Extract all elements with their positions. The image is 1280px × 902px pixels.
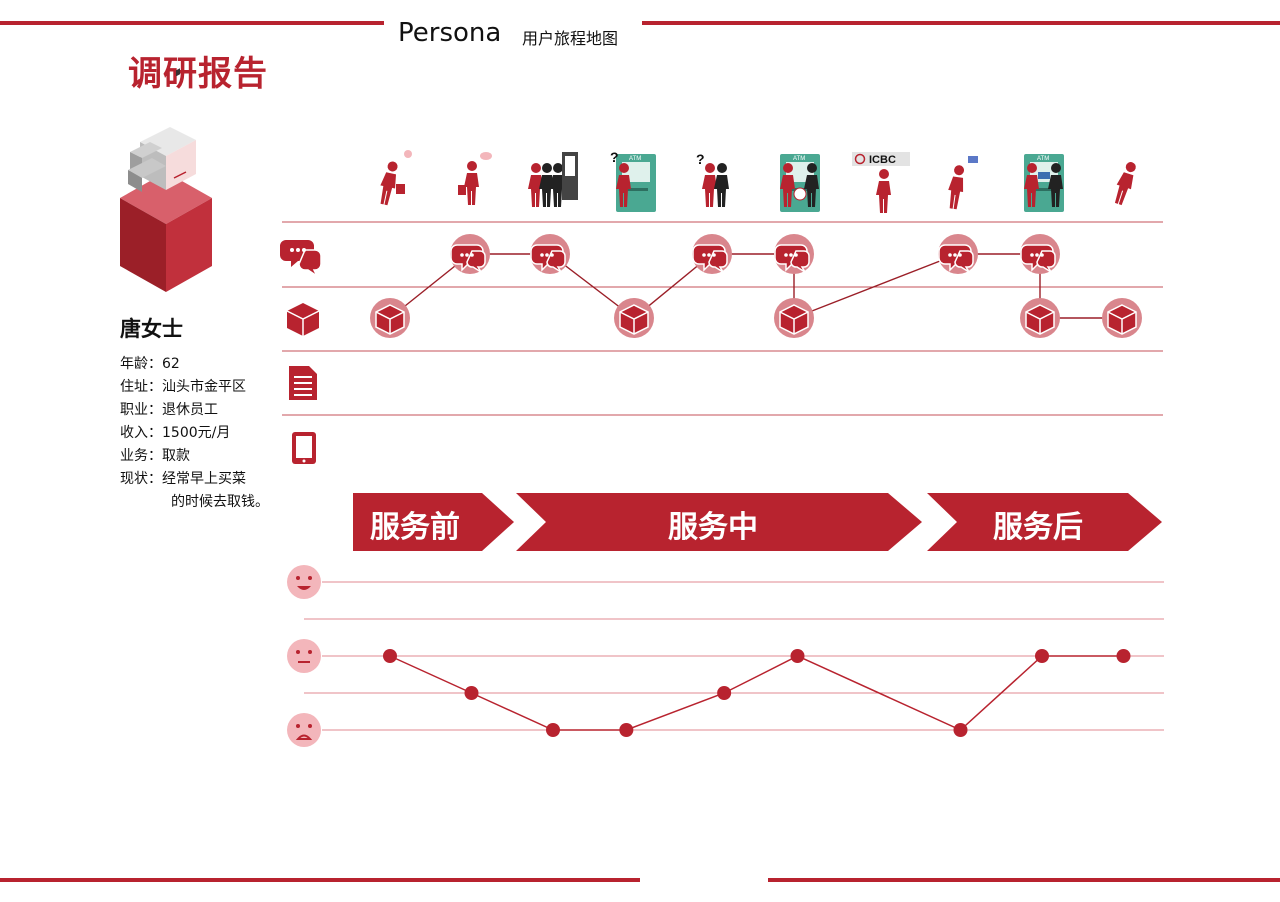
touchpoint-node — [613, 297, 655, 339]
touchpoint-node — [369, 297, 411, 339]
neutral-face-icon — [287, 639, 321, 673]
svg-text:?: ? — [610, 149, 619, 165]
scene-queue-icon — [528, 152, 578, 207]
touchpoint-nodes — [369, 233, 1143, 339]
phase-label-during: 服务中 — [668, 510, 758, 545]
emotion-point — [717, 686, 732, 700]
touchpoint-node — [449, 233, 491, 275]
chat-bubble-icon — [280, 240, 322, 279]
emotion-point — [546, 723, 560, 737]
info-row-job: 职业：退休员工 — [120, 402, 218, 418]
scene-icons: ? ATM ? ATM ICBC ATM — [376, 149, 1140, 213]
emotion-point — [383, 649, 397, 663]
touchpoint-node — [773, 297, 815, 339]
phase-label-before: 服务前 — [370, 510, 460, 545]
scene-standing-thinking-icon — [458, 152, 492, 205]
scene-leaving-running-icon — [1111, 159, 1140, 207]
persona-title: Persona — [398, 18, 502, 48]
emotion-point — [619, 723, 634, 737]
touchpoint-connectors — [389, 253, 1122, 319]
touchpoint-node — [1101, 297, 1143, 339]
emotion-point — [790, 649, 805, 663]
info-row-business: 业务：取款 — [120, 448, 190, 464]
svg-text:ATM: ATM — [629, 156, 641, 162]
journey-map-title: 用户旅程地图 — [522, 29, 619, 48]
scene-asking-staff-icon: ? — [696, 151, 729, 207]
svg-text:?: ? — [696, 151, 705, 167]
top-rule-right — [642, 21, 1280, 25]
top-rule-left — [0, 21, 384, 25]
persona-name: 唐女士 — [120, 317, 183, 341]
phase-arrows — [353, 493, 1162, 551]
info-row-age: 年龄：62 — [120, 356, 180, 372]
sad-face-icon — [287, 713, 321, 747]
scene-walking-phone-icon — [945, 156, 978, 210]
svg-text:ICBC: ICBC — [869, 154, 896, 166]
persona-avatar — [120, 68, 212, 292]
emotion-curve — [383, 649, 1131, 737]
info-row-status-continued: 的时候去取钱。 — [171, 494, 269, 510]
phase-arrow-after — [927, 493, 1162, 551]
touchpoint-node — [1019, 297, 1061, 339]
happy-face-icon — [287, 565, 321, 599]
phase-label-after: 服务后 — [993, 510, 1083, 545]
emotion-gridlines — [304, 581, 1164, 731]
scene-walking-with-bag-icon — [376, 150, 412, 207]
info-row-address: 住址：汕头市金平区 — [120, 379, 246, 395]
touchpoint-node — [529, 233, 571, 275]
info-row-status: 现状：经常早上买菜 — [120, 471, 246, 487]
persona-info: 年龄：62 住址：汕头市金平区 职业：退休员工 收入：1500元/月 业务：取款… — [120, 353, 269, 514]
bottom-rule-left — [0, 878, 640, 882]
emotion-point — [953, 723, 968, 737]
box-icon — [286, 303, 320, 336]
emotion-point — [1035, 649, 1049, 663]
tablet-icon — [292, 432, 316, 464]
svg-text:ATM: ATM — [1037, 156, 1049, 162]
phase-arrow-before — [353, 493, 514, 551]
bottom-rule-right — [768, 878, 1280, 882]
scene-atm-assisted-icon: ATM — [780, 154, 820, 212]
document-icon — [289, 366, 317, 400]
svg-text:ATM: ATM — [793, 156, 805, 162]
touchpoint-node — [691, 233, 733, 275]
touchpoint-node — [1019, 233, 1061, 275]
emotion-point — [1116, 649, 1131, 663]
info-row-income: 收入：1500元/月 — [120, 425, 231, 441]
touchpoint-node — [773, 233, 815, 275]
scene-atm-confused-icon: ? ATM — [610, 149, 656, 212]
scene-atm-card-icon: ATM — [1024, 154, 1064, 212]
emotion-point — [464, 686, 479, 700]
phase-arrow-during — [516, 493, 922, 551]
report-title: 调研报告 — [128, 54, 268, 94]
scene-bank-icbc-icon: ICBC — [852, 152, 910, 213]
touchpoint-node — [937, 233, 979, 275]
